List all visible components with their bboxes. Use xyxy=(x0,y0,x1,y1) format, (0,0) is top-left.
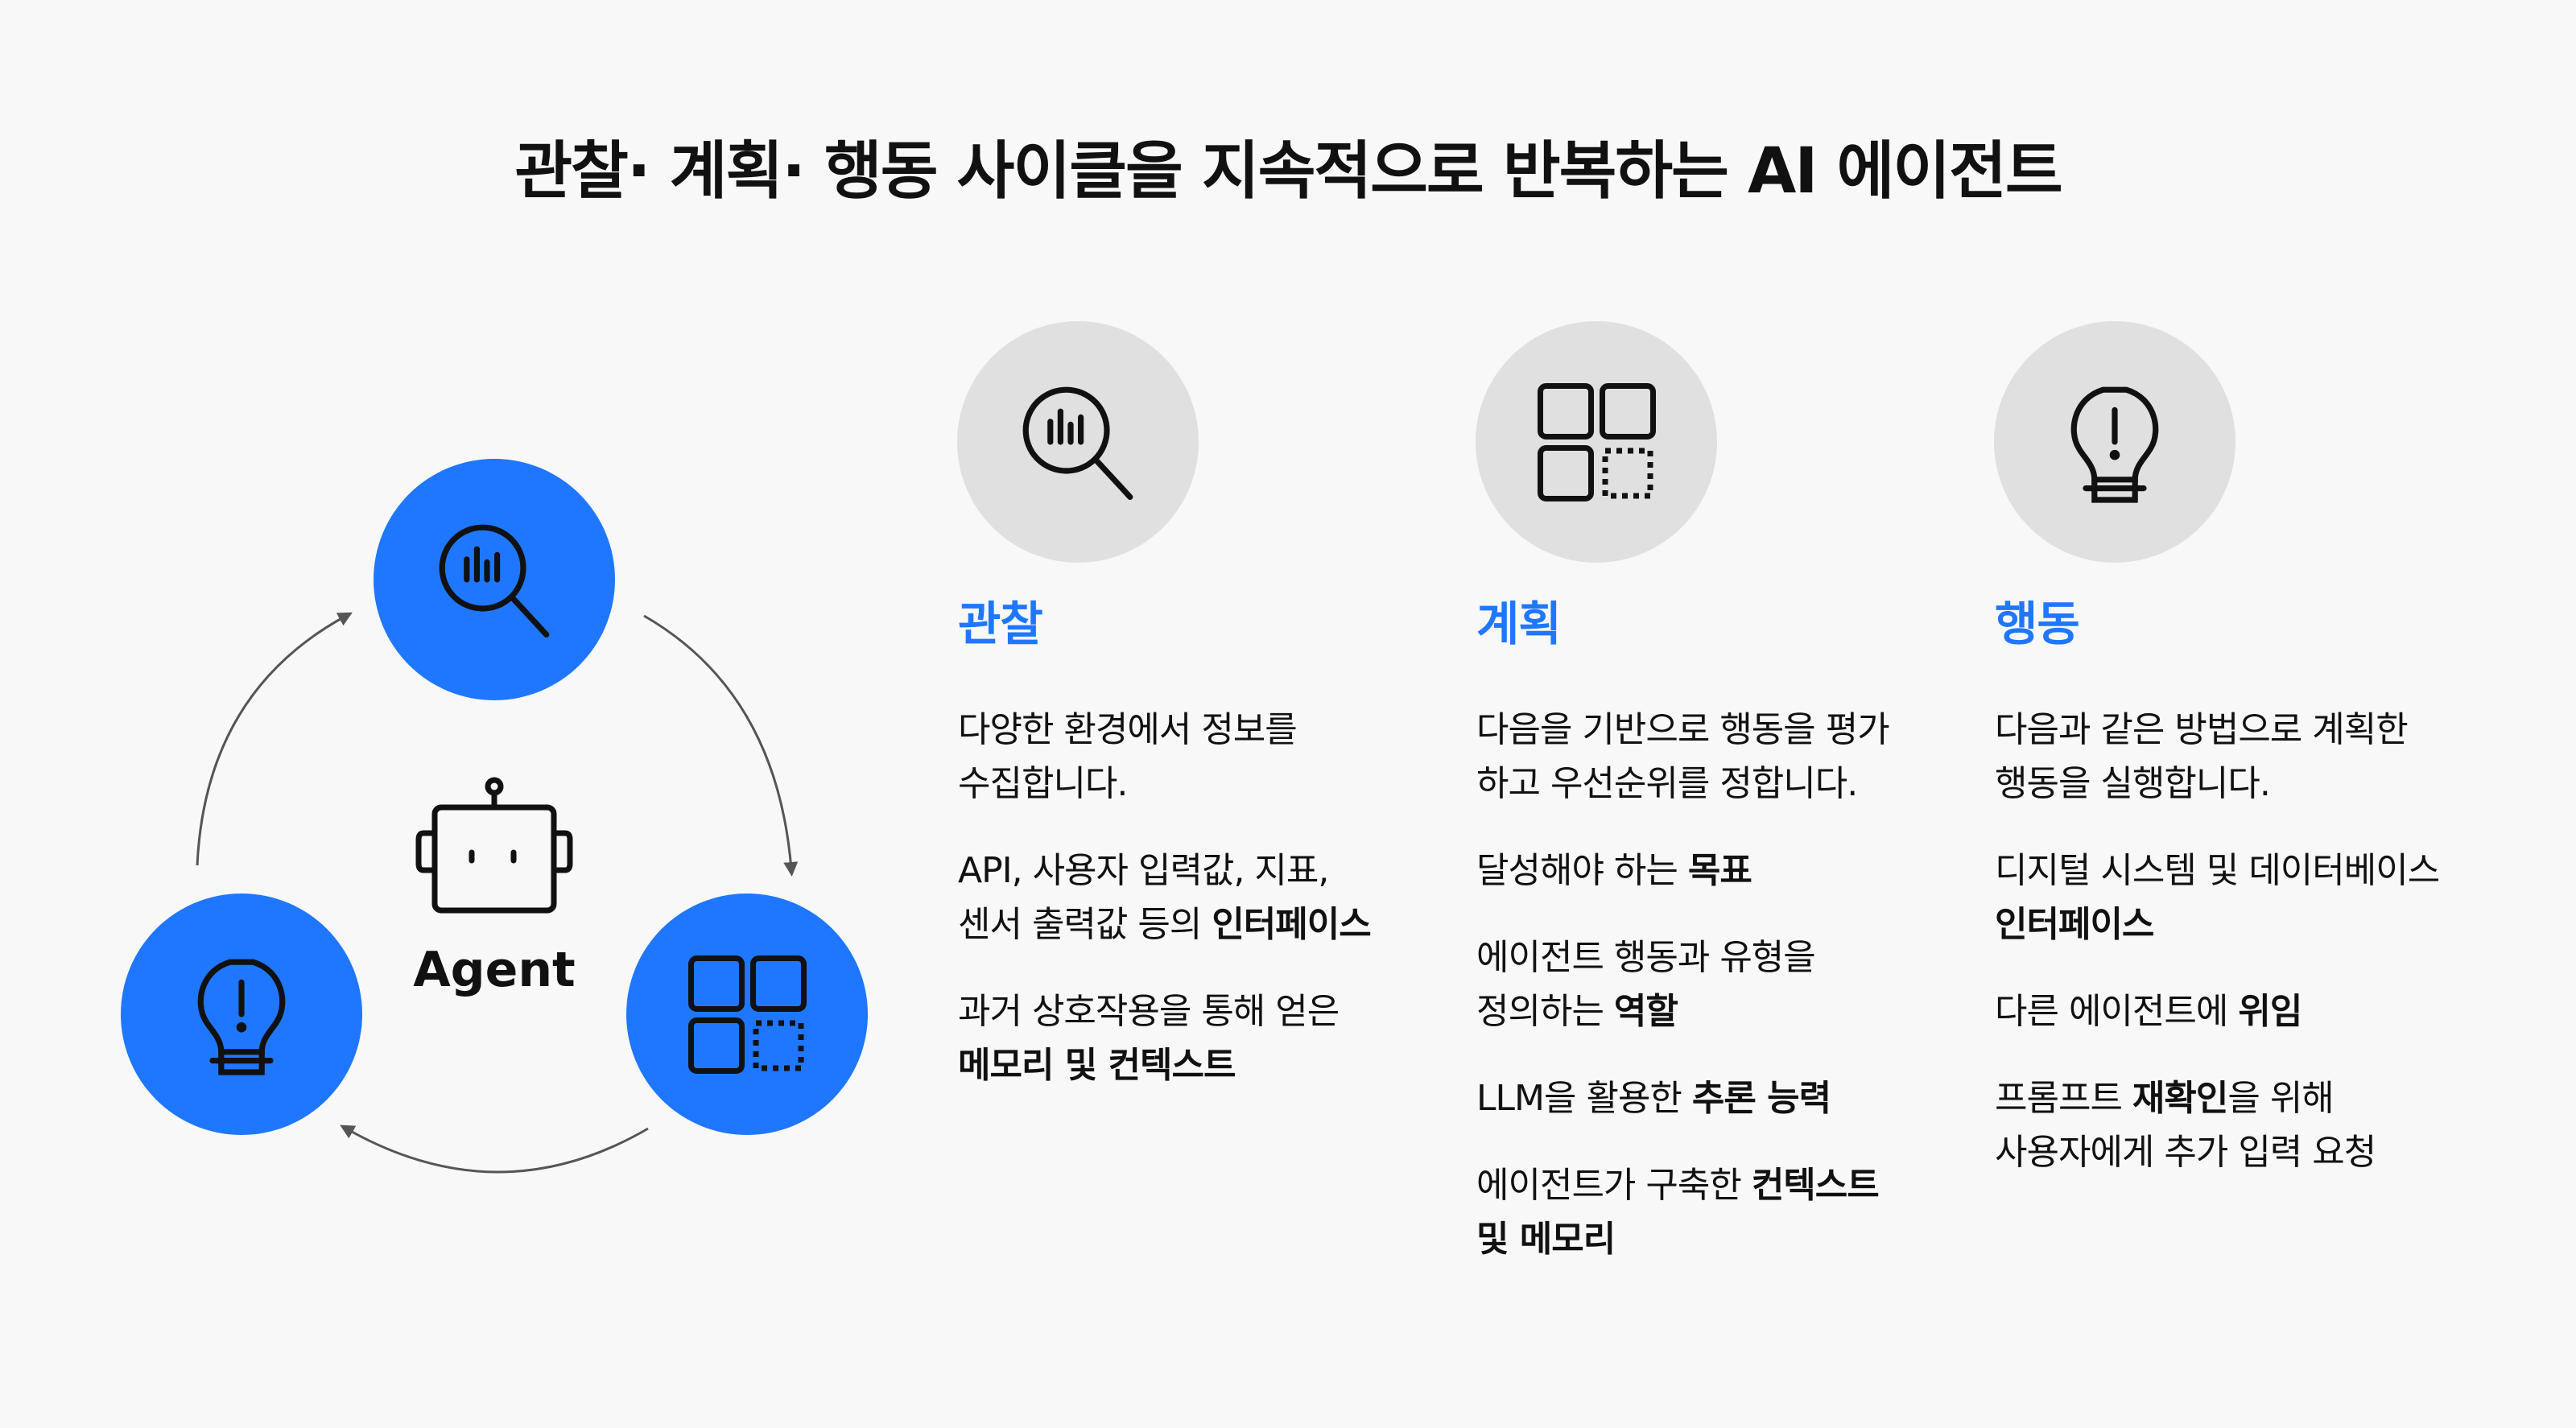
emphasis-text: 재확인 xyxy=(2132,1078,2228,1119)
text-line: 프롬프트 재확인을 위해 xyxy=(1995,1071,2558,1125)
description-paragraph: API, 사용자 입력값, 지표, 센서 출력값 등의 인터페이스 xyxy=(958,844,1457,951)
body-text: 수집합니다. xyxy=(958,763,1128,804)
body-text: 에이전트가 구축한 xyxy=(1476,1165,1752,1206)
body-text: 다른 에이전트에 xyxy=(1995,991,2239,1032)
magnifier-chart-icon xyxy=(1005,369,1150,514)
emphasis-text: 컨텍스트 xyxy=(1751,1165,1880,1206)
cycle-arrows xyxy=(196,612,799,1174)
body-text: 프롬프트 xyxy=(1995,1078,2132,1119)
text-line: 달성해야 하는 목표 xyxy=(1476,844,1975,898)
lightbulb-exclamation-icon xyxy=(2042,369,2187,514)
body-text: LLM을 활용한 xyxy=(1476,1078,1692,1119)
body-text: 과거 상호작용을 통해 얻은 xyxy=(958,991,1340,1032)
text-line: 과거 상호작용을 통해 얻은 xyxy=(958,984,1457,1038)
text-line: 하고 우선순위를 정합니다. xyxy=(1476,757,1975,811)
text-line: 사용자에게 추가 입력 요청 xyxy=(1995,1125,2558,1179)
text-line: API, 사용자 입력값, 지표, xyxy=(958,844,1457,898)
text-line: 수집합니다. xyxy=(958,757,1457,811)
column-heading: 관찰 xyxy=(958,596,1043,651)
text-line: 에이전트가 구축한 컨텍스트 xyxy=(1476,1158,1975,1212)
body-text: 달성해야 하는 xyxy=(1476,850,1688,891)
column-heading: 행동 xyxy=(1995,596,2080,651)
text-line: 센서 출력값 등의 인터페이스 xyxy=(958,898,1457,951)
text-line: 에이전트 행동과 유형을 xyxy=(1476,931,1975,984)
observe-node xyxy=(374,459,615,700)
body-text: 디지털 시스템 및 데이터베이스 xyxy=(1995,850,2440,891)
emphasis-text: 목표 xyxy=(1687,850,1752,891)
observe-icon-circle xyxy=(957,321,1199,563)
column-heading: 계획 xyxy=(1476,596,1562,651)
text-line: 및 메모리 xyxy=(1476,1212,1975,1266)
emphasis-text: 추론 능력 xyxy=(1691,1078,1831,1119)
grid-dashed-icon xyxy=(1526,372,1667,513)
emphasis-text: 위임 xyxy=(2238,991,2302,1032)
emphasis-text: 역할 xyxy=(1613,991,1678,1032)
plan-node xyxy=(626,894,868,1135)
emphasis-text: 메모리 및 컨텍스트 xyxy=(958,1045,1236,1086)
description-paragraph: 달성해야 하는 목표 xyxy=(1476,844,1975,898)
emphasis-text: 인터페이스 xyxy=(1212,904,1371,945)
agent-label: Agent xyxy=(413,942,576,998)
description-paragraph: 다른 에이전트에 위임 xyxy=(1995,984,2558,1038)
text-line: 메모리 및 컨텍스트 xyxy=(958,1038,1457,1092)
robot-icon xyxy=(415,777,573,914)
act-node xyxy=(121,894,362,1135)
arrow-plan-to-act xyxy=(340,1125,649,1174)
text-line: 인터페이스 xyxy=(1995,898,2558,951)
body-text: 다양한 환경에서 정보를 xyxy=(958,709,1298,750)
plan-icon-circle xyxy=(1476,321,1717,563)
text-line: 정의하는 역할 xyxy=(1476,984,1975,1038)
body-text: 정의하는 xyxy=(1476,991,1614,1032)
arrow-act-to-observe xyxy=(196,612,353,866)
lightbulb-exclamation-icon xyxy=(169,942,314,1087)
text-line: 다른 에이전트에 위임 xyxy=(1995,984,2558,1038)
body-text: 을 위해 xyxy=(2227,1078,2334,1119)
act-icon-circle xyxy=(1994,321,2235,563)
body-text: 다음을 기반으로 행동을 평가 xyxy=(1476,709,1890,750)
magnifier-chart-icon xyxy=(422,507,567,652)
text-line: 다음과 같은 방법으로 계획한 xyxy=(1995,703,2558,757)
body-text: 하고 우선순위를 정합니다. xyxy=(1476,763,1858,804)
body-text: 사용자에게 추가 입력 요청 xyxy=(1995,1132,2376,1173)
text-line: LLM을 활용한 추론 능력 xyxy=(1476,1071,1975,1125)
text-line: 다양한 환경에서 정보를 xyxy=(958,703,1457,757)
text-line: 다음을 기반으로 행동을 평가 xyxy=(1476,703,1975,757)
description-paragraph: LLM을 활용한 추론 능력 xyxy=(1476,1071,1975,1125)
emphasis-text: 인터페이스 xyxy=(1995,904,2154,945)
body-text: API, 사용자 입력값, 지표, xyxy=(958,850,1329,891)
arrow-observe-to-plan xyxy=(643,614,799,877)
body-text: 에이전트 행동과 유형을 xyxy=(1476,937,1816,978)
text-line: 행동을 실행합니다. xyxy=(1995,757,2558,811)
body-text: 센서 출력값 등의 xyxy=(958,904,1212,945)
body-text: 다음과 같은 방법으로 계획한 xyxy=(1995,709,2409,750)
grid-dashed-icon xyxy=(677,944,818,1085)
body-text: 행동을 실행합니다. xyxy=(1995,763,2271,804)
text-line: 디지털 시스템 및 데이터베이스 xyxy=(1995,844,2558,898)
page-title: 관찰· 계획· 행동 사이클을 지속적으로 반복하는 AI 에이전트 xyxy=(514,135,2062,208)
emphasis-text: 및 메모리 xyxy=(1476,1219,1616,1260)
